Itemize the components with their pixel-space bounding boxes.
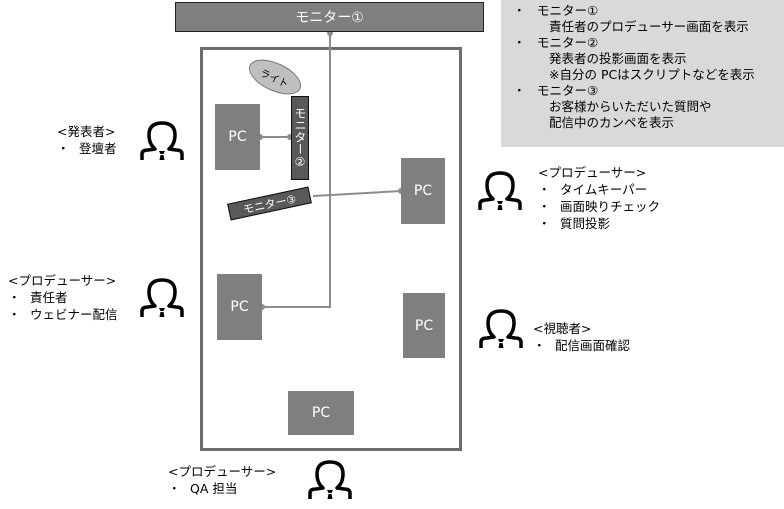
role-item: ウェビナー配信 (30, 307, 118, 322)
bullet: ・ (168, 481, 181, 496)
pc-viewer: PC (403, 293, 445, 358)
bullet: ・ (533, 338, 546, 353)
monitor3-cable (312, 190, 402, 197)
person-icon-producer-right (478, 171, 522, 212)
person-icon-presenter (140, 121, 184, 162)
legend-line: 配信中のカンペを表示 (549, 115, 675, 130)
legend-line: ※自分の PCはスクリプトなどを表示 (549, 67, 755, 82)
person-icon-producer-bottom (308, 460, 352, 501)
pc-producer-right: PC (401, 158, 445, 224)
producer-right-label: <プロデューサー> ・タイムキーパー ・画面映りチェック ・質問投影 (538, 164, 660, 232)
viewer-label: <視聴者> ・配信画面確認 (533, 320, 630, 354)
person-icon-producer-left (140, 278, 184, 319)
producer-bottom-label: <プロデューサー> ・ QA 担当 (168, 463, 276, 497)
role-title: <プロデューサー> (8, 273, 117, 288)
bullet: ・ (538, 182, 551, 197)
pc-label: PC (230, 299, 249, 315)
legend-line: 発表者の投影画面を表示 (549, 51, 687, 66)
bullet: ・ (513, 35, 526, 50)
bullet: ・ (538, 216, 551, 231)
pc-label: PC (413, 183, 433, 199)
person-icon-viewer (479, 309, 523, 350)
legend-title: モニター② (537, 35, 599, 50)
pc-producer-left: PC (217, 274, 262, 340)
role-title: <発表者> (57, 124, 116, 139)
legend-title: モニター③ (537, 83, 599, 98)
role-item: 配信画面確認 (555, 338, 631, 353)
pc-label: PC (311, 405, 331, 421)
pc-label: PC (414, 317, 434, 334)
producer-left-label: <プロデューサー> ・責任者 ・ウェビナー配信 (8, 272, 118, 323)
monitor-legend: ・モニター① 責任者のプロデューサー画面を表示 ・モニター② 発表者の投影画面を… (501, 0, 784, 147)
role-item: タイムキーパー (560, 182, 648, 197)
bullet: ・ (538, 199, 551, 214)
role-item: 責任者 (30, 290, 68, 305)
role-title: <視聴者> (533, 321, 592, 336)
pc-producer-bottom: PC (288, 391, 354, 435)
bullet: ・ (8, 307, 21, 322)
monitor-2-label: モニター② (293, 107, 307, 169)
legend-title: モニター① (537, 3, 599, 18)
role-title: <プロデューサー> (168, 464, 277, 479)
role-item: 登壇者 (79, 141, 117, 156)
legend-line: 責任者のプロデューサー画面を表示 (549, 19, 749, 34)
monitor-1-label: モニター① (295, 10, 364, 26)
bullet: ・ (513, 83, 526, 98)
light-label: ライト (258, 67, 291, 91)
pc-label: PC (228, 129, 247, 145)
monitor-2: モニター② (291, 96, 309, 180)
role-item: 画面映りチェック (560, 199, 661, 214)
role-item: QA 担当 (190, 481, 238, 496)
bullet: ・ (513, 3, 526, 18)
monitor1-cable (262, 32, 331, 308)
monitor-1: モニター① (175, 2, 484, 32)
role-title: <プロデューサー> (538, 165, 647, 180)
role-item: 質問投影 (560, 216, 611, 231)
legend-line: お客様からいただいた質問や (549, 99, 712, 114)
bullet: ・ (8, 290, 21, 305)
pc-presenter: PC (215, 104, 260, 170)
presenter-label: <発表者> ・登壇者 (57, 123, 117, 157)
bullet: ・ (57, 141, 70, 156)
